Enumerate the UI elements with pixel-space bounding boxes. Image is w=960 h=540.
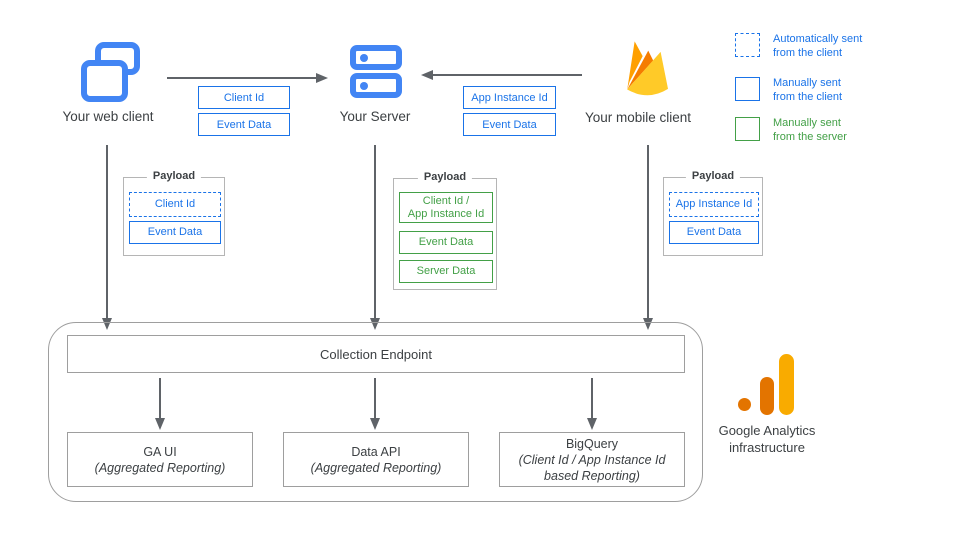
payload-box-server: Payload Client Id / App Instance Id Even… bbox=[393, 171, 497, 290]
web-client-icon-front bbox=[81, 60, 128, 102]
arrow-web-down bbox=[106, 145, 108, 318]
payload-box-mobile: Payload App Instance Id Event Data bbox=[663, 170, 763, 256]
legend-manual-client-line2: from the client bbox=[773, 91, 843, 103]
payload-mobile-event-data: Event Data bbox=[669, 221, 759, 244]
payload-box-web: Payload Client Id Event Data bbox=[123, 170, 225, 256]
payload-server-title: Payload bbox=[417, 171, 473, 183]
arrow-endpoint-to-dataapi-head bbox=[369, 418, 380, 430]
legend-swatch-manual-client bbox=[735, 77, 760, 101]
arrow-web-to-server-head bbox=[316, 72, 328, 83]
arrow-web-down-head bbox=[101, 318, 112, 330]
payload-server-event-data: Event Data bbox=[399, 231, 493, 254]
legend-manual-server-line1: Manually sent bbox=[773, 117, 841, 129]
arrow-endpoint-to-bigquery-head bbox=[586, 418, 597, 430]
server-label: Your Server bbox=[339, 109, 411, 124]
payload-server-server-data: Server Data bbox=[399, 260, 493, 283]
legend-manual-server-line2: from the server bbox=[773, 131, 847, 143]
bigquery-subtitle: (Client Id / App Instance Id based Repor… bbox=[518, 452, 666, 483]
arrow-mobile-down bbox=[647, 145, 649, 318]
legend-manual-client-line1: Manually sent bbox=[773, 77, 841, 89]
arrow-web-to-server bbox=[167, 77, 317, 79]
google-analytics-icon-bar-medium bbox=[760, 377, 774, 415]
arrow-mobile-down-head bbox=[642, 318, 653, 330]
web-client-label: Your web client bbox=[62, 109, 154, 124]
ga-ui-subtitle: (Aggregated Reporting) bbox=[94, 460, 226, 475]
payload-web-client-id: Client Id bbox=[129, 192, 221, 217]
flow-box-event-data-mobile: Event Data bbox=[463, 113, 556, 136]
payload-server-ids-line1: Client Id / bbox=[422, 194, 470, 207]
firebase-icon bbox=[627, 41, 669, 96]
legend-auto-line2: from the client bbox=[773, 47, 843, 59]
bigquery-box: BigQuery (Client Id / App Instance Id ba… bbox=[499, 432, 685, 487]
google-analytics-icon-bar-tall bbox=[779, 354, 794, 415]
data-api-name: Data API bbox=[351, 444, 401, 459]
mobile-client-label: Your mobile client bbox=[584, 110, 692, 125]
infrastructure-container bbox=[48, 322, 703, 502]
server-icon-lower bbox=[350, 73, 402, 98]
brand-line2: infrastructure bbox=[729, 440, 805, 455]
legend-swatch-auto-client bbox=[735, 33, 760, 57]
server-icon bbox=[350, 45, 402, 70]
data-api-box: Data API (Aggregated Reporting) bbox=[283, 432, 469, 487]
payload-web-title: Payload bbox=[146, 170, 202, 182]
legend-item-auto-client: Automatically sent from the client bbox=[773, 32, 862, 60]
arrow-endpoint-to-dataapi bbox=[374, 378, 376, 418]
flow-box-client-id: Client Id bbox=[198, 86, 290, 109]
arrow-mobile-to-server-head bbox=[421, 69, 433, 80]
payload-server-ids: Client Id / App Instance Id bbox=[399, 192, 493, 223]
payload-mobile-title: Payload bbox=[685, 170, 741, 182]
arrow-endpoint-to-bigquery bbox=[591, 378, 593, 418]
collection-endpoint-box: Collection Endpoint bbox=[67, 335, 685, 373]
payload-web-event-data: Event Data bbox=[129, 221, 221, 244]
legend-item-manual-server: Manually sent from the server bbox=[773, 116, 847, 144]
ga-ui-name: GA UI bbox=[143, 444, 177, 459]
ga-ui-box: GA UI (Aggregated Reporting) bbox=[67, 432, 253, 487]
arrow-endpoint-to-gaui-head bbox=[154, 418, 165, 430]
legend-item-manual-client: Manually sent from the client bbox=[773, 76, 842, 104]
google-analytics-icon bbox=[738, 398, 751, 411]
arrow-endpoint-to-gaui bbox=[159, 378, 161, 418]
arrow-mobile-to-server bbox=[432, 74, 582, 76]
brand-line1: Google Analytics bbox=[718, 423, 816, 438]
legend-swatch-manual-server bbox=[735, 117, 760, 141]
data-api-subtitle: (Aggregated Reporting) bbox=[310, 460, 442, 475]
flow-box-app-instance-id: App Instance Id bbox=[463, 86, 556, 109]
payload-server-ids-line2: App Instance Id bbox=[407, 207, 485, 220]
bigquery-name: BigQuery bbox=[565, 436, 619, 451]
arrow-server-down-head bbox=[369, 318, 380, 330]
legend-auto-line1: Automatically sent bbox=[773, 33, 863, 45]
infrastructure-brand-label: Google Analytics infrastructure bbox=[686, 422, 848, 456]
payload-mobile-app-instance-id: App Instance Id bbox=[669, 192, 759, 217]
flow-box-event-data-web: Event Data bbox=[198, 113, 290, 136]
arrow-server-down bbox=[374, 145, 376, 318]
